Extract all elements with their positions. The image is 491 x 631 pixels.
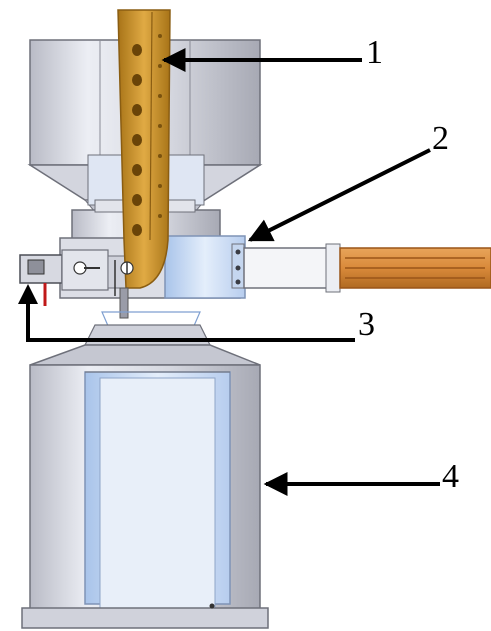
ladder-electrode xyxy=(114,9,171,296)
transfer-arm xyxy=(243,243,491,293)
lower-cylinder-chamber xyxy=(21,344,269,629)
arrow-2 xyxy=(247,148,431,242)
callout-arrows xyxy=(18,48,440,496)
left-feedthrough xyxy=(19,249,129,306)
callout-label-1: 1 xyxy=(366,34,383,71)
callout-label-2: 2 xyxy=(432,120,449,157)
arrow-3-head xyxy=(18,284,38,304)
arrow-3 xyxy=(26,300,355,342)
callout-label-4: 4 xyxy=(442,458,459,495)
callout-label-3: 3 xyxy=(358,306,375,343)
